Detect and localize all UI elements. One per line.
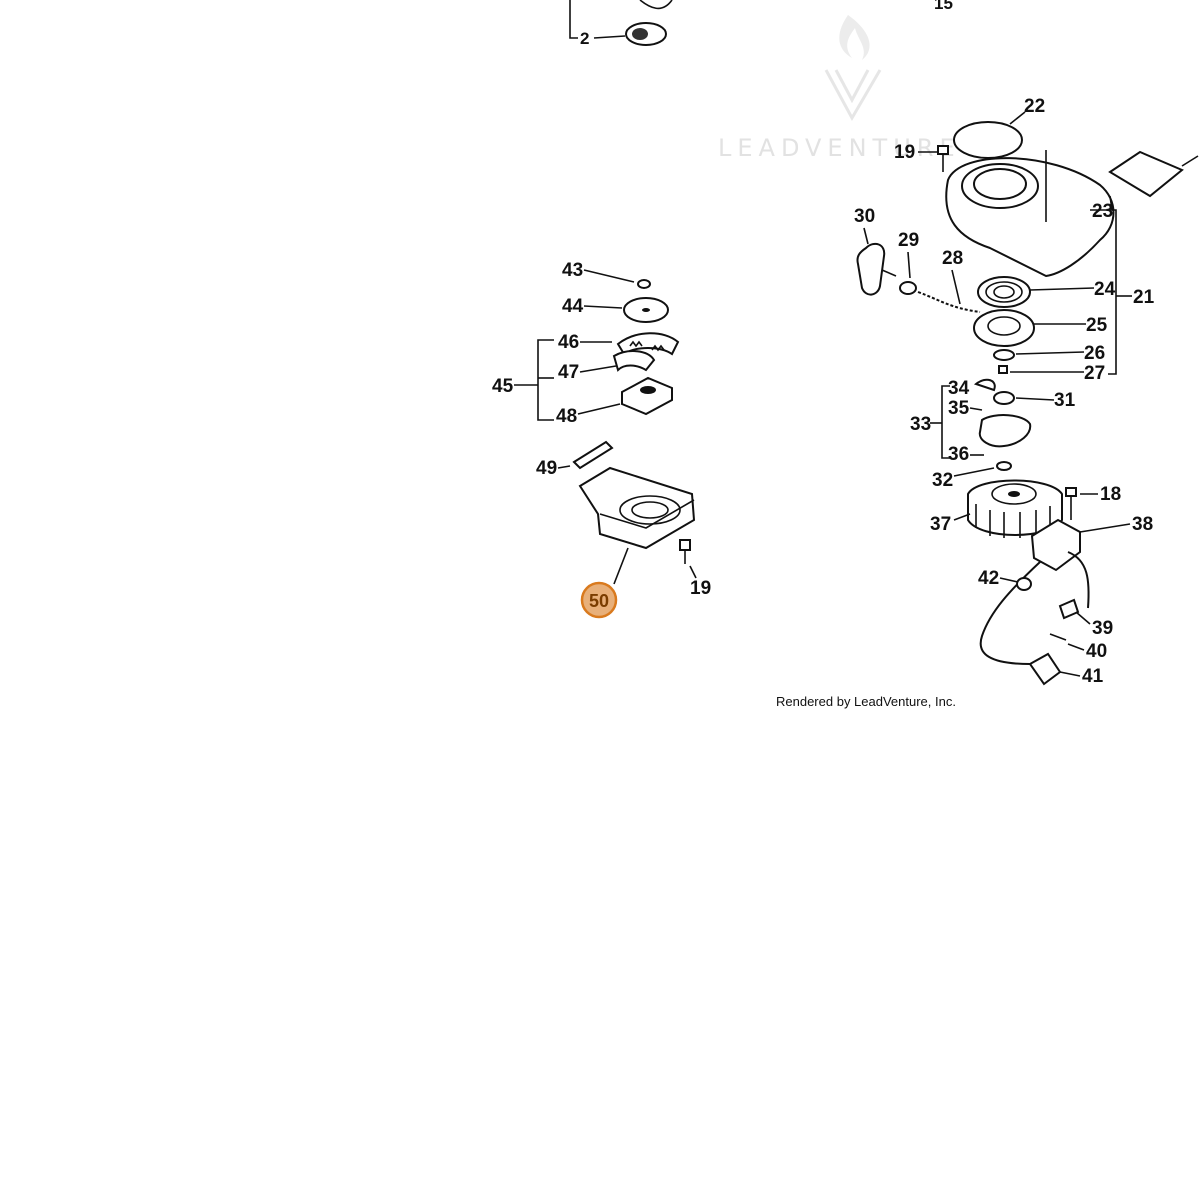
part-decal	[1108, 150, 1184, 198]
callout-35: 35	[948, 398, 970, 419]
callout-41: 41	[1082, 666, 1104, 687]
callout-21: 21	[1133, 287, 1155, 308]
credit-text: Rendered by LeadVenture, Inc.	[776, 694, 956, 709]
callout-31: 31	[1054, 390, 1076, 411]
part-33-starter-pulley-assy	[978, 414, 1032, 448]
callout-19-bottom: 19	[690, 578, 711, 599]
clutch-case-group: 43 44 45 46 47 48 49	[492, 260, 711, 599]
part-50-clutch-case	[578, 466, 696, 550]
part-32-washer	[996, 461, 1012, 471]
part-49-gasket	[572, 440, 614, 470]
part-2-bearing: 2	[569, 0, 673, 48]
callout-28: 28	[942, 248, 963, 269]
part-43-nut	[637, 279, 651, 289]
callout-27: 27	[1084, 363, 1105, 384]
watermark-text: LEADVENTURE	[718, 134, 961, 162]
callout-2: 2	[580, 29, 589, 48]
watermark: LEADVENTURE	[718, 15, 961, 162]
callout-45: 45	[492, 376, 514, 397]
callout-25: 25	[1086, 315, 1108, 336]
callout-40: 40	[1086, 641, 1107, 662]
callout-46: 46	[558, 332, 579, 353]
part-29-grommet	[899, 281, 917, 295]
callout-49: 49	[536, 458, 557, 479]
callout-23: 23	[1092, 201, 1113, 222]
callout-19-top: 19	[894, 142, 915, 163]
flame-v-logo-icon	[824, 15, 882, 122]
recoil-starter-group: 22 19 23 21 30 29 28	[854, 96, 1199, 384]
callout-38: 38	[1132, 514, 1153, 535]
callout-39: 39	[1092, 618, 1113, 639]
callout-47: 47	[558, 362, 579, 383]
callout-26: 26	[1084, 343, 1105, 364]
part-28-starter-rope	[917, 291, 981, 313]
callout-50[interactable]: 50	[589, 591, 609, 611]
callout-33: 33	[910, 414, 931, 435]
part-18-screw	[1065, 487, 1077, 497]
callout-44: 44	[562, 296, 584, 317]
flywheel-ignition-group: 33 34 35 36 31 32 37 18 38	[910, 378, 1153, 687]
callout-50-hotspot[interactable]: 50	[580, 581, 618, 619]
part-47-clutch-shoe	[612, 350, 656, 372]
part-42-nut	[1016, 577, 1032, 591]
callout-48: 48	[556, 406, 577, 427]
part-26-washer	[993, 349, 1015, 361]
part-41-plug-cap	[1028, 652, 1062, 686]
part-38-ignition-coil	[1030, 518, 1081, 572]
callout-29: 29	[898, 230, 919, 251]
part-19-screw	[937, 145, 949, 155]
part-22-cap	[953, 121, 1023, 159]
callout-37: 37	[930, 514, 951, 535]
part-39-connector	[1058, 598, 1080, 620]
part-27-screw	[998, 365, 1008, 374]
callout-24: 24	[1094, 279, 1116, 300]
callout-34: 34	[948, 378, 970, 399]
callout-32: 32	[932, 470, 953, 491]
callout-30: 30	[854, 206, 875, 227]
part-25-rope-pulley	[973, 309, 1035, 347]
part-34-pawl	[973, 378, 996, 392]
part-19-screw-bottom	[679, 539, 691, 551]
callout-43: 43	[562, 260, 583, 281]
callout-22: 22	[1024, 96, 1045, 117]
callout-42: 42	[978, 568, 999, 589]
hotspot-marker[interactable]	[580, 581, 618, 619]
callout-15: 15	[934, 0, 953, 13]
part-31-nut	[993, 391, 1015, 405]
callout-18: 18	[1100, 484, 1121, 505]
part-48-clutch-holder	[621, 376, 673, 416]
part-30-starter-handle	[856, 242, 886, 296]
callout-36: 36	[948, 444, 969, 465]
